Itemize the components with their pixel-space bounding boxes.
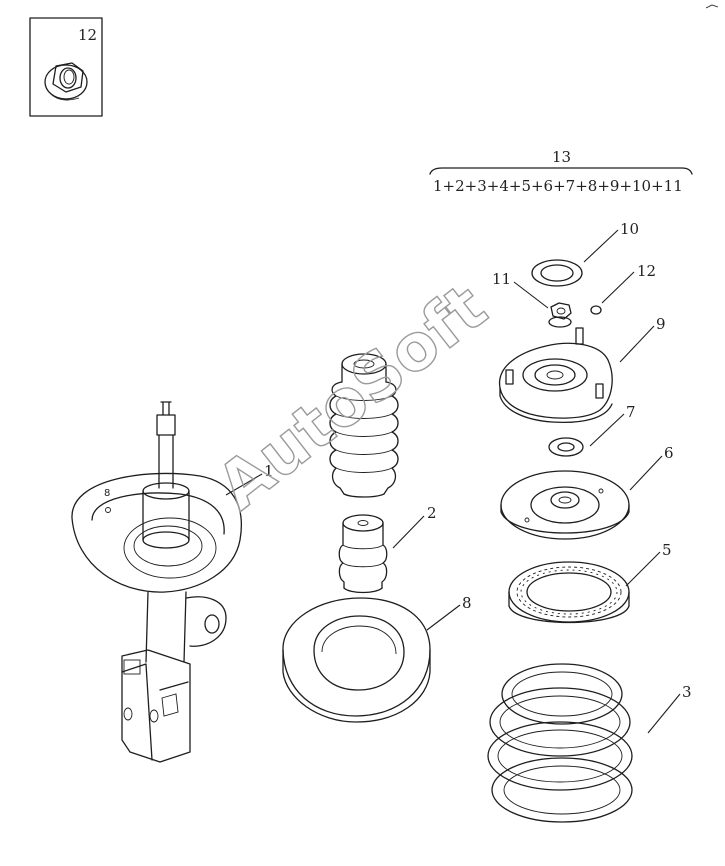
watermark: AutoSoft — [204, 270, 500, 524]
bump-stop-part-2 — [338, 514, 388, 594]
callout-5: 5 — [662, 541, 672, 559]
inset-frame — [29, 17, 103, 117]
svg-text:8: 8 — [104, 488, 110, 499]
callout-3: 3 — [682, 683, 692, 701]
assembly-header: 13 1+2+3+4+5+6+7+8+9+10+11 — [429, 148, 693, 195]
nut-part-11 — [548, 302, 572, 328]
washer-part-7 — [548, 437, 584, 457]
strut-assembly-part-1: 8 — [71, 401, 242, 763]
flange-nut-icon — [44, 62, 88, 101]
callout-9: 9 — [656, 315, 666, 333]
callout-6: 6 — [664, 444, 674, 462]
corner-mark — [705, 4, 719, 9]
ring-part-12 — [590, 305, 602, 315]
callout-12: 12 — [637, 262, 656, 280]
coil-spring-part-3 — [487, 663, 633, 823]
callout-7: 7 — [626, 403, 636, 421]
callout-2: 2 — [427, 504, 437, 522]
spring-insulator-part-8 — [282, 597, 431, 723]
dust-boot — [329, 353, 399, 498]
inset-callout: 12 — [78, 26, 97, 44]
callout-8: 8 — [462, 594, 472, 612]
bearing-part-5 — [508, 561, 630, 624]
callout-10: 10 — [620, 220, 639, 238]
strut-mount-part-9 — [499, 327, 613, 424]
upper-spring-seat-part-6 — [500, 470, 630, 540]
assembly-bracket — [429, 167, 693, 175]
callout-1: 1 — [264, 462, 274, 480]
inset-nut-12: 12 — [29, 17, 103, 117]
callout-11: 11 — [492, 270, 511, 288]
assembly-formula: 1+2+3+4+5+6+7+8+9+10+11 — [433, 177, 683, 195]
leader-lines — [225, 229, 681, 734]
top-seal-part-10 — [531, 259, 583, 287]
assembly-number: 13 — [552, 148, 571, 166]
